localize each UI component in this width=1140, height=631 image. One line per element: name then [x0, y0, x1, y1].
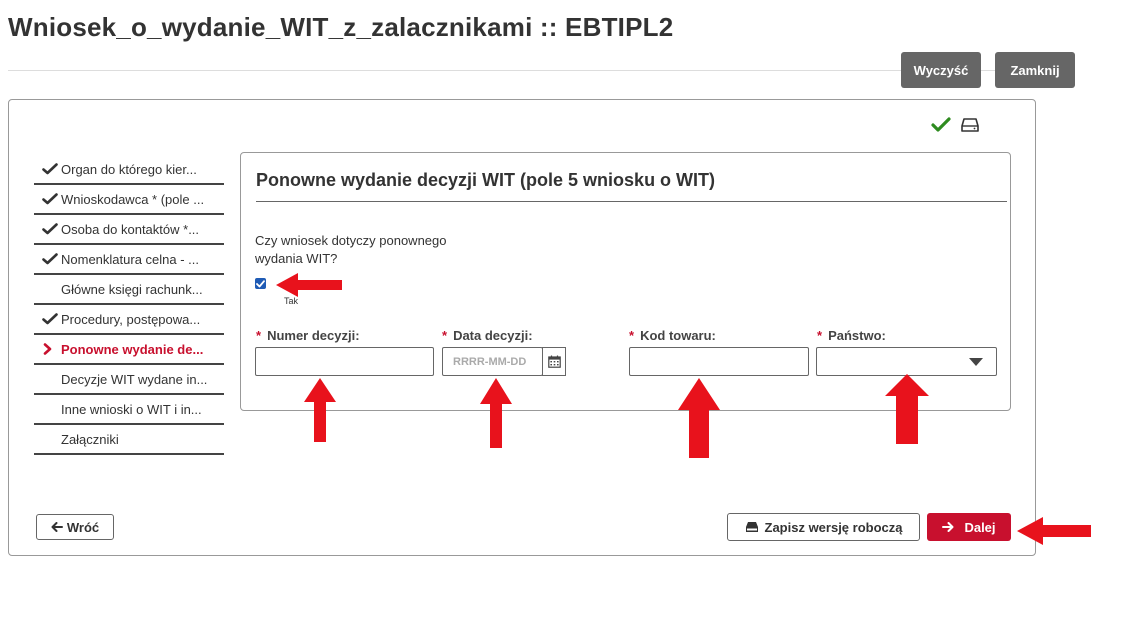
- sidebar-item-label: Ponowne wydanie de...: [61, 341, 204, 357]
- sidebar-item-label: Procedury, postępowa...: [61, 311, 201, 327]
- check-icon: [42, 252, 60, 266]
- form-frame: [8, 99, 1036, 556]
- sidebar-item-label: Decyzje WIT wydane in...: [61, 371, 208, 387]
- section-panel: [240, 152, 1011, 411]
- checkbox-label: Tak: [284, 296, 299, 306]
- arrow-right-icon: [942, 522, 954, 532]
- sidebar-item-ponowne-wydanie[interactable]: Ponowne wydanie de...: [34, 335, 224, 365]
- sidebar-item-ksiegi[interactable]: Główne księgi rachunk...: [34, 275, 224, 305]
- sidebar-nav: Organ do którego kier... Wnioskodawca * …: [34, 155, 224, 455]
- sidebar-item-inne-wnioski[interactable]: Inne wnioski o WIT i in...: [34, 395, 224, 425]
- next-button-label: Dalej: [964, 519, 996, 535]
- save-draft-button[interactable]: Zapisz wersję roboczą: [727, 513, 920, 541]
- check-icon: [42, 192, 60, 206]
- check-icon: [42, 162, 60, 176]
- required-marker: *: [817, 328, 823, 343]
- sidebar-item-label: Wnioskodawca * (pole ...: [61, 191, 205, 207]
- back-button[interactable]: Wróć: [36, 514, 114, 540]
- required-marker: *: [629, 328, 635, 343]
- required-marker: *: [256, 328, 262, 343]
- field-label-product-code: *Kod towaru:: [629, 328, 716, 343]
- sidebar-item-wnioskodawca[interactable]: Wnioskodawca * (pole ...: [34, 185, 224, 215]
- sidebar-item-label: Organ do którego kier...: [61, 161, 197, 177]
- sidebar-item-label: Nomenklatura celna - ...: [61, 251, 200, 267]
- section-divider: [256, 201, 1007, 202]
- annotation-arrow-left-icon: [1017, 517, 1091, 545]
- checkmark-icon: [256, 279, 265, 287]
- sidebar-item-organ[interactable]: Organ do którego kier...: [34, 155, 224, 185]
- sidebar-item-label: Załączniki: [61, 431, 119, 447]
- sidebar-item-osoba-kontakt[interactable]: Osoba do kontaktów *...: [34, 215, 224, 245]
- country-select[interactable]: [816, 347, 997, 376]
- decision-number-input[interactable]: [255, 347, 434, 376]
- title-divider: [8, 70, 1075, 71]
- dropdown-arrow-icon: [969, 358, 983, 366]
- annotation-arrow-up-icon: [678, 378, 720, 458]
- sidebar-item-zalaczniki[interactable]: Załączniki: [34, 425, 224, 455]
- annotation-arrow-up-icon: [480, 378, 512, 448]
- chevron-right-icon: [42, 342, 60, 356]
- annotation-arrow-up-icon: [885, 374, 929, 444]
- next-button[interactable]: Dalej: [927, 513, 1011, 541]
- sidebar-item-label: Inne wnioski o WIT i in...: [61, 401, 202, 417]
- back-button-label: Wróć: [66, 519, 100, 535]
- sidebar-item-nomenklatura[interactable]: Nomenklatura celna - ...: [34, 245, 224, 275]
- reissue-question: Czy wniosek dotyczy ponownego wydania WI…: [255, 233, 447, 266]
- hard-drive-icon: [745, 522, 758, 532]
- decision-date-input[interactable]: RRRR-MM-DD: [442, 347, 543, 376]
- sidebar-item-label: Osoba do kontaktów *...: [61, 221, 200, 237]
- sidebar-item-decyzje-wit[interactable]: Decyzje WIT wydane in...: [34, 365, 224, 395]
- sidebar-item-procedury[interactable]: Procedury, postępowa...: [34, 305, 224, 335]
- required-marker: *: [442, 328, 448, 343]
- field-label-country: *Państwo:: [817, 328, 886, 343]
- check-icon: [42, 312, 60, 326]
- calendar-button[interactable]: [542, 347, 566, 376]
- close-button[interactable]: Zamknij: [995, 52, 1075, 88]
- annotation-arrow-up-icon: [304, 378, 336, 442]
- field-label-decision-number: *Numer decyzji:: [256, 328, 360, 343]
- field-label-decision-date: *Data decyzji:: [442, 328, 533, 343]
- save-draft-label: Zapisz wersję roboczą: [764, 519, 903, 535]
- sidebar-item-label: Główne księgi rachunk...: [61, 281, 203, 297]
- product-code-input[interactable]: [629, 347, 809, 376]
- page-title: Wniosek_o_wydanie_WIT_z_zalacznikami :: …: [8, 12, 674, 42]
- hard-drive-icon[interactable]: [961, 118, 979, 132]
- check-icon: [931, 117, 951, 132]
- reissue-checkbox[interactable]: [255, 278, 266, 289]
- clear-button[interactable]: Wyczyść: [901, 52, 981, 88]
- arrow-left-icon: [51, 522, 63, 532]
- calendar-icon: [547, 355, 561, 368]
- section-title: Ponowne wydanie decyzji WIT (pole 5 wnio…: [256, 170, 716, 190]
- annotation-arrow-left-icon: [276, 273, 342, 297]
- check-icon: [42, 222, 60, 236]
